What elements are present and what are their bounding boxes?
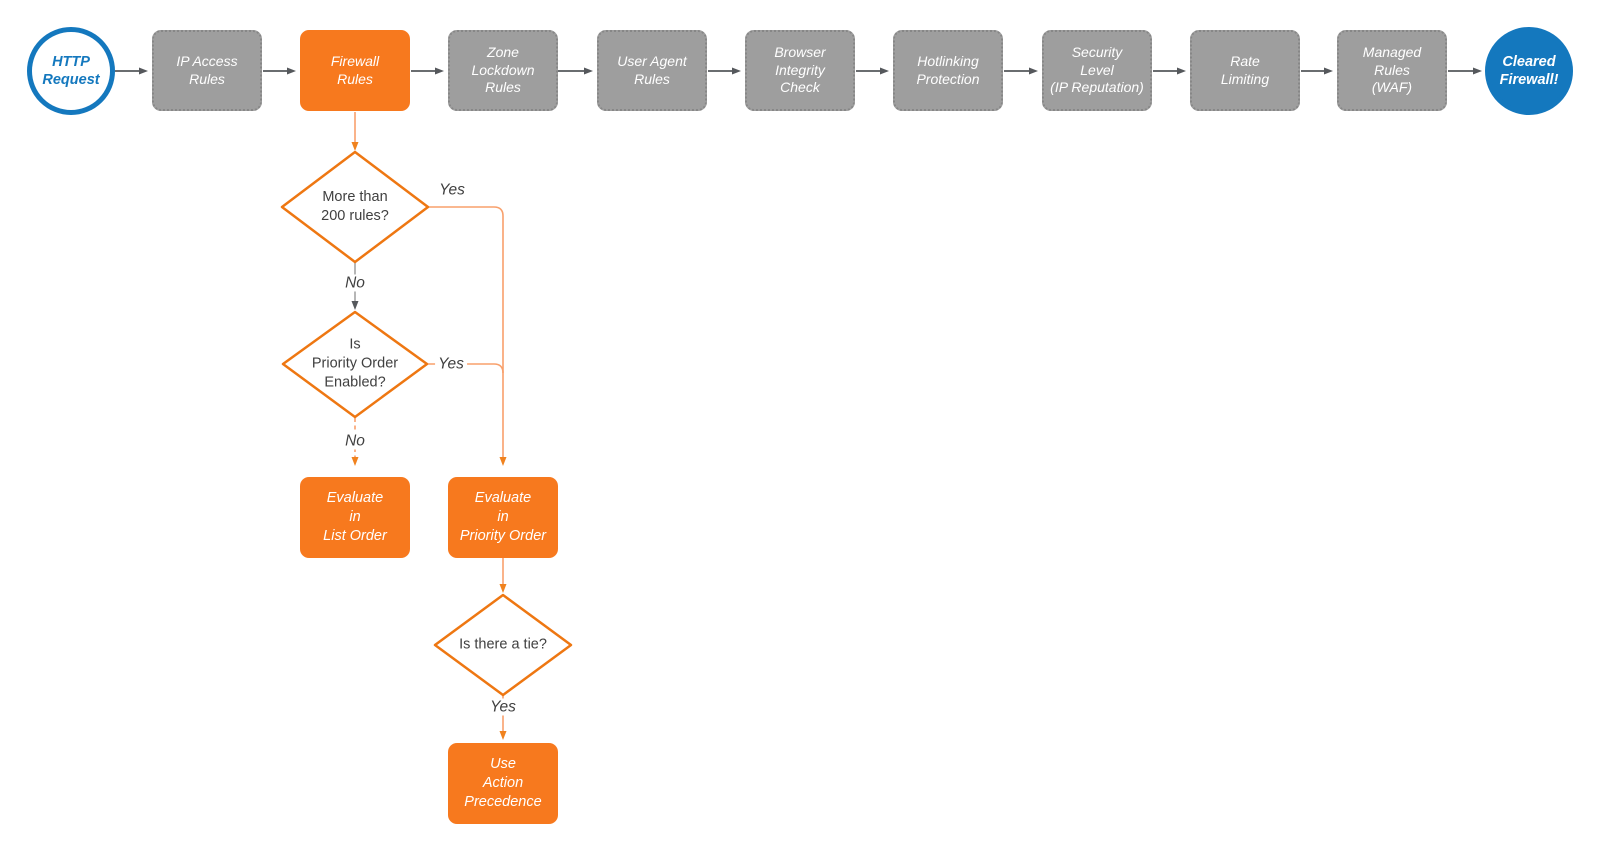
stage-ip-access-rules: IP Access Rules: [152, 30, 262, 111]
action-evaluate-in-priority-order: Evaluate in Priority Order: [448, 477, 558, 558]
action-label: Evaluate in Priority Order: [459, 490, 547, 544]
stage-label: Browser Integrity Check: [774, 43, 826, 96]
action-label: Evaluate in List Order: [323, 490, 387, 544]
decision2-question: Is Priority Order Enabled?: [311, 336, 399, 391]
decision1-no-label: No: [342, 274, 368, 292]
decision2-diamond: [281, 310, 429, 419]
decision2-yes-label: Yes: [435, 355, 467, 373]
decision3-diamond: [433, 593, 573, 697]
stage-security-level: Security Level (IP Reputation): [1042, 30, 1152, 111]
stage-label: Firewall Rules: [330, 52, 380, 87]
decision1-yes-label: Yes: [436, 181, 468, 199]
action-evaluate-in-list-order: Evaluate in List Order: [300, 477, 410, 558]
stage-label: Security Level (IP Reputation): [1050, 43, 1144, 96]
stage-label: IP Access Rules: [176, 52, 238, 87]
decision3-question: Is there a tie?: [459, 636, 547, 653]
stage-label: Rate Limiting: [1220, 52, 1270, 87]
decision3-yes-label: Yes: [487, 698, 519, 716]
stage-label: User Agent Rules: [617, 52, 687, 87]
start-node-label: HTTP Request: [42, 53, 100, 88]
action-use-action-precedence: Use Action Precedence: [448, 743, 558, 824]
start-node-http-request: HTTP Request: [27, 27, 115, 115]
end-node-cleared-firewall: Cleared Firewall!: [1485, 27, 1573, 115]
stage-zone-lockdown-rules: Zone Lockdown Rules: [448, 30, 558, 111]
stage-label: Zone Lockdown Rules: [471, 43, 535, 96]
stage-hotlinking-protection: Hotlinking Protection: [893, 30, 1003, 111]
decision1-question: More than 200 rules?: [321, 188, 389, 224]
stage-label: Hotlinking Protection: [916, 52, 980, 87]
branch-connectors: [351, 112, 507, 740]
stage-managed-rules-waf: Managed Rules (WAF): [1337, 30, 1447, 111]
stage-browser-integrity-check: Browser Integrity Check: [745, 30, 855, 111]
stage-rate-limiting: Rate Limiting: [1190, 30, 1300, 111]
action-label: Use Action Precedence: [464, 756, 542, 810]
edge-decision2-yes: [428, 363, 504, 374]
stage-label: Managed Rules (WAF): [1362, 43, 1422, 96]
edge-decision1-yes: [429, 206, 507, 466]
stage-user-agent-rules: User Agent Rules: [597, 30, 707, 111]
decision2-no-label: No: [342, 432, 368, 450]
end-node-label: Cleared Firewall!: [1499, 53, 1559, 88]
decision1-diamond: [280, 150, 430, 264]
decision-shapes: [280, 150, 573, 697]
stage-firewall-rules: Firewall Rules: [300, 30, 410, 111]
